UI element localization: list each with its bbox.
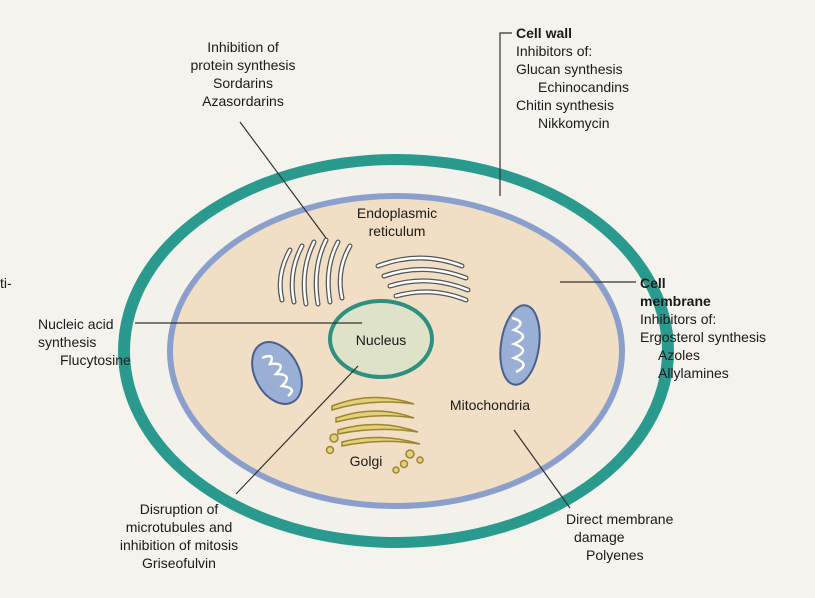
nucleus	[328, 299, 434, 379]
cell-wall-label: Cell wall Inhibitors of: Glucan synthesi…	[516, 25, 630, 131]
leader-cell-wall	[499, 32, 512, 196]
direct-membrane-label: Direct membrane damage Polyenes	[566, 511, 674, 563]
mitochondrion-left	[251, 341, 303, 405]
nucleic-acid-label: Nucleic acid synthesis Flucytosine	[38, 316, 131, 368]
leader-lines	[135, 32, 636, 509]
margin-text-fragment: ti-	[0, 275, 12, 291]
cell-membrane-label: Cell membrane Inhibitors of: Ergosterol …	[640, 275, 767, 381]
leader-microtubules	[235, 365, 359, 495]
mitochondria-label: Mitochondria	[450, 397, 530, 413]
mitochondrion-right	[499, 304, 541, 386]
leader-protein-synthesis	[239, 121, 327, 239]
leader-direct-membrane	[513, 429, 571, 509]
golgi-apparatus	[325, 396, 424, 474]
protein-synthesis-label: Inhibition of protein synthesis Sordarin…	[190, 39, 296, 109]
golgi-label: Golgi	[350, 453, 383, 469]
cell-wall-title: Cell wall	[516, 25, 573, 41]
er-label-line1: Endoplasmic	[357, 205, 437, 221]
microtubules-label: Disruption of microtubules and inhibitio…	[119, 501, 239, 571]
nucleus-label: Nucleus	[356, 332, 407, 348]
er-label-line2: reticulum	[369, 223, 426, 239]
